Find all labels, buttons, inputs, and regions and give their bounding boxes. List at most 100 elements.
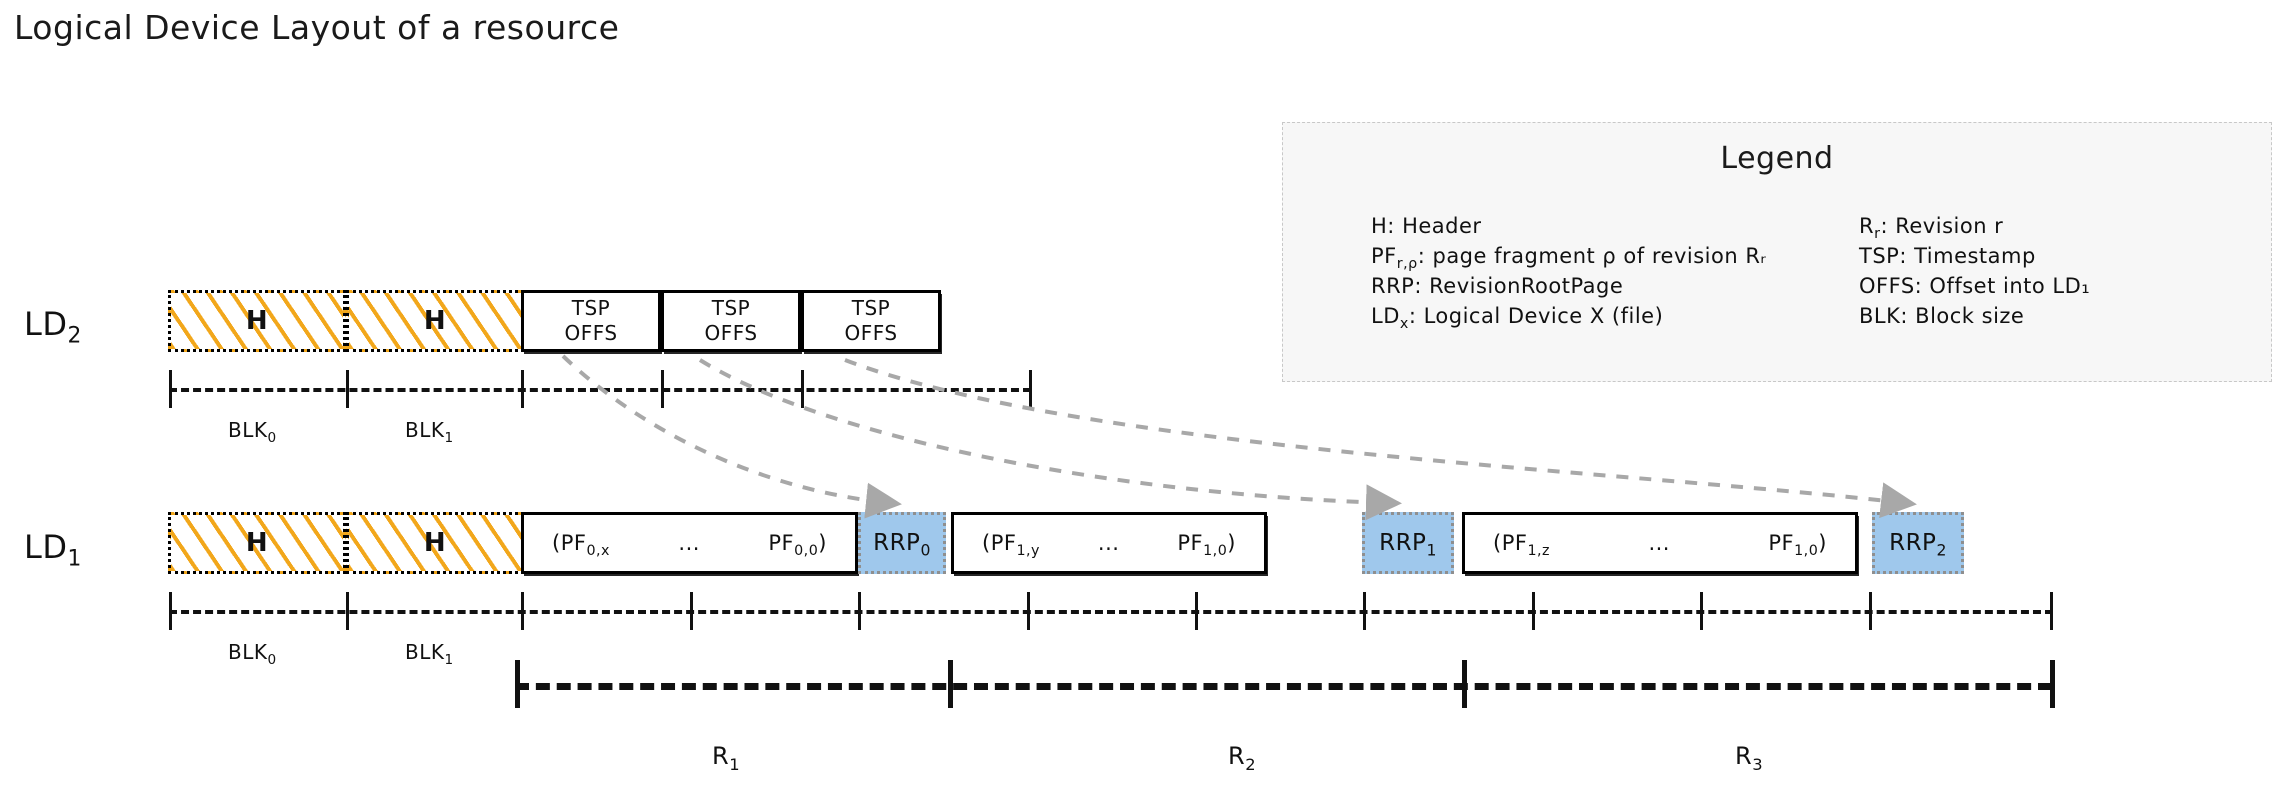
revision-label-1: R2 bbox=[1228, 742, 1256, 772]
ld1-header-glyph-0: H bbox=[245, 528, 269, 558]
legend-desc-pf: page fragment ρ of revision Rᵣ bbox=[1432, 244, 1767, 268]
ld1-frag0-first-sub: 0,x bbox=[586, 543, 610, 560]
ld1-rrp2-sub: 2 bbox=[1936, 540, 1947, 560]
legend-term-ld: LD bbox=[1371, 304, 1400, 328]
ld1-header-block-1: H bbox=[346, 512, 524, 574]
ld1-header-block-0: H bbox=[168, 512, 346, 574]
legend-panel: Legend H: Header PFr,ρ: page fragment ρ … bbox=[1282, 122, 2272, 382]
ld1-ruler-tick-3 bbox=[690, 592, 693, 630]
ld1-ruler-tick-8 bbox=[1532, 592, 1535, 630]
ld1-rrp1-sub: 1 bbox=[1426, 540, 1437, 560]
ld1-rrp1-text-wrap: RRP1 bbox=[1379, 530, 1437, 558]
ld1-blk-text-0: BLK bbox=[228, 640, 268, 664]
revision-label-2: R3 bbox=[1735, 742, 1763, 772]
ld1-blk-text-1: BLK bbox=[405, 640, 445, 664]
ld2-entry-block-2: TSP OFFS bbox=[801, 290, 941, 352]
ld1-rrp0-text: RRP bbox=[873, 530, 921, 556]
legend-entry-header: H: Header bbox=[1371, 211, 1841, 241]
ld1-rrp-block-0: RRP0 bbox=[858, 512, 946, 574]
ld2-entry-offs-2: OFFS bbox=[844, 321, 898, 345]
legend-term-rrp: RRP bbox=[1371, 274, 1415, 298]
ld1-ruler-tick-4 bbox=[858, 592, 861, 630]
legend-term-blk: BLK bbox=[1859, 304, 1901, 328]
ld2-blk-label-1: BLK1 bbox=[405, 418, 454, 445]
ld2-entry-block-1: TSP OFFS bbox=[661, 290, 801, 352]
legend-colon: : bbox=[1414, 274, 1430, 298]
ld1-rrp1-text: RRP bbox=[1379, 530, 1427, 556]
ld1-row-label: LD1 bbox=[24, 528, 82, 570]
revision-tick-0 bbox=[515, 660, 520, 708]
legend-colon: : bbox=[1914, 274, 1930, 298]
legend-column-right: Rr: Revision r TSP: Timestamp OFFS: Offs… bbox=[1859, 211, 2259, 331]
ld1-label-text: LD bbox=[24, 528, 68, 566]
legend-colon: : bbox=[1900, 304, 1916, 328]
legend-term-ld-sub: x bbox=[1399, 316, 1409, 333]
ld1-ruler-tick-1 bbox=[346, 592, 349, 630]
legend-desc-offs: Offset into LD₁ bbox=[1929, 274, 2091, 298]
ld1-frag2-close: ) bbox=[1818, 531, 1827, 555]
ld1-ruler-tick-0 bbox=[169, 592, 172, 630]
ld2-blk-sub-1: 1 bbox=[444, 430, 454, 446]
ld2-entry-offs-0: OFFS bbox=[564, 321, 618, 345]
ld1-frag1-close: ) bbox=[1227, 531, 1236, 555]
ld1-blk-label-1: BLK1 bbox=[405, 640, 454, 667]
ld1-fragment-block-0: (PF0,x ... PF0,0) bbox=[521, 512, 858, 574]
ld2-ruler-tick-0 bbox=[169, 370, 172, 408]
ld1-ruler-tick-7 bbox=[1363, 592, 1366, 630]
legend-colon: : bbox=[1880, 214, 1896, 238]
ld2-header-glyph-0: H bbox=[245, 306, 269, 336]
ld1-frag1-last: PF1,0) bbox=[1177, 531, 1236, 560]
ld2-entry-offs-1: OFFS bbox=[704, 321, 758, 345]
ld1-rrp-block-2: RRP2 bbox=[1872, 512, 1964, 574]
ld2-ruler-tick-2 bbox=[521, 370, 524, 408]
ld1-frag2-last: PF1,0) bbox=[1768, 531, 1827, 560]
ld1-frag2-first-sub: 1,z bbox=[1527, 543, 1551, 560]
legend-entry-tsp: TSP: Timestamp bbox=[1859, 241, 2259, 271]
legend-colon: : bbox=[1408, 304, 1424, 328]
ld1-ruler-tick-2 bbox=[521, 592, 524, 630]
ld1-rrp2-text: RRP bbox=[1889, 530, 1937, 556]
legend-term-r: R bbox=[1859, 214, 1875, 238]
ld2-label-sub: 2 bbox=[67, 323, 82, 349]
ld2-label-text: LD bbox=[24, 305, 68, 343]
ld2-ruler-tick-4 bbox=[801, 370, 804, 408]
ld1-blk-sub-1: 1 bbox=[444, 652, 454, 668]
ld1-fragment-block-1: (PF1,y ... PF1,0) bbox=[951, 512, 1267, 574]
ld1-blk-label-0: BLK0 bbox=[228, 640, 277, 667]
ld1-rrp-block-1: RRP1 bbox=[1362, 512, 1454, 574]
ld2-entry-tsp-1: TSP bbox=[711, 296, 751, 320]
ld1-frag0-open: (PF0,x bbox=[552, 531, 610, 560]
legend-entry-revision: Rr: Revision r bbox=[1859, 211, 2259, 241]
legend-desc-ld: Logical Device X (file) bbox=[1423, 304, 1664, 328]
legend-entry-offs: OFFS: Offset into LD₁ bbox=[1859, 271, 2259, 301]
ld2-blk-text-1: BLK bbox=[405, 418, 445, 442]
legend-column-left: H: Header PFr,ρ: page fragment ρ of revi… bbox=[1371, 211, 1841, 331]
revision-tick-1 bbox=[948, 660, 953, 708]
ld1-frag2-ellipsis: ... bbox=[1648, 531, 1670, 555]
ld2-entry-block-0: TSP OFFS bbox=[521, 290, 661, 352]
ld2-blk-sub-0: 0 bbox=[267, 430, 277, 446]
revision-text-1: R bbox=[1228, 742, 1246, 770]
arrow-tsp0-to-rrp0 bbox=[561, 354, 902, 519]
revision-sub-2: 3 bbox=[1752, 754, 1764, 774]
revision-sub-0: 1 bbox=[729, 754, 741, 774]
ld1-frag2-last-sub: 1,0 bbox=[1794, 543, 1819, 560]
ld2-row-label: LD2 bbox=[24, 305, 82, 347]
ld1-fragment-block-2: (PF1,z ... PF1,0) bbox=[1462, 512, 1858, 574]
ld1-ruler-tick-5 bbox=[1027, 592, 1030, 630]
legend-desc-rrp: RevisionRootPage bbox=[1429, 274, 1624, 298]
ld1-frag0-ellipsis: ... bbox=[678, 531, 700, 555]
legend-colon: : bbox=[1387, 214, 1403, 238]
ld2-ruler-tick-5 bbox=[1029, 370, 1032, 408]
ld1-frag1-first-sub: 1,y bbox=[1016, 543, 1040, 560]
ld2-header-glyph-1: H bbox=[423, 306, 447, 336]
ld1-rrp0-sub: 0 bbox=[920, 540, 931, 560]
legend-term-h: H bbox=[1371, 214, 1388, 238]
ld2-entry-tsp-0: TSP bbox=[571, 296, 611, 320]
legend-entry-rrp: RRP: RevisionRootPage bbox=[1371, 271, 1841, 301]
legend-desc-blk: Block size bbox=[1915, 304, 2025, 328]
ld1-ruler-tick-11 bbox=[2050, 592, 2053, 630]
ld1-rrp2-text-wrap: RRP2 bbox=[1889, 530, 1947, 558]
legend-term-offs: OFFS bbox=[1859, 274, 1915, 298]
